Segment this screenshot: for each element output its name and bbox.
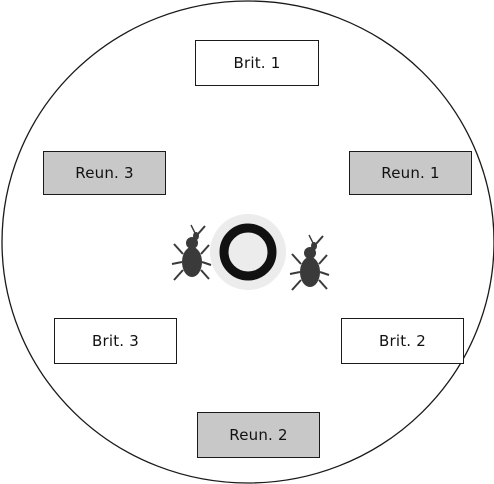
box-reun-3: Reun. 3 <box>43 151 166 195</box>
box-brit-1-label: Brit. 1 <box>233 54 281 72</box>
box-brit-3-label: Brit. 3 <box>92 332 139 350</box>
box-reun-1: Reun. 1 <box>349 151 472 195</box>
box-reun-2: Reun. 2 <box>197 412 320 458</box>
box-brit-3: Brit. 3 <box>54 318 177 364</box>
box-reun-2-label: Reun. 2 <box>229 426 288 444</box>
box-reun-3-label: Reun. 3 <box>75 164 134 182</box>
weevil-right-icon <box>289 234 330 291</box>
weevil-left-icon <box>171 224 212 281</box>
central-ring-icon <box>210 214 286 290</box>
box-reun-1-label: Reun. 1 <box>381 164 440 182</box>
box-brit-2-label: Brit. 2 <box>379 332 426 350</box>
box-brit-1: Brit. 1 <box>195 40 319 86</box>
box-brit-2: Brit. 2 <box>341 318 464 364</box>
